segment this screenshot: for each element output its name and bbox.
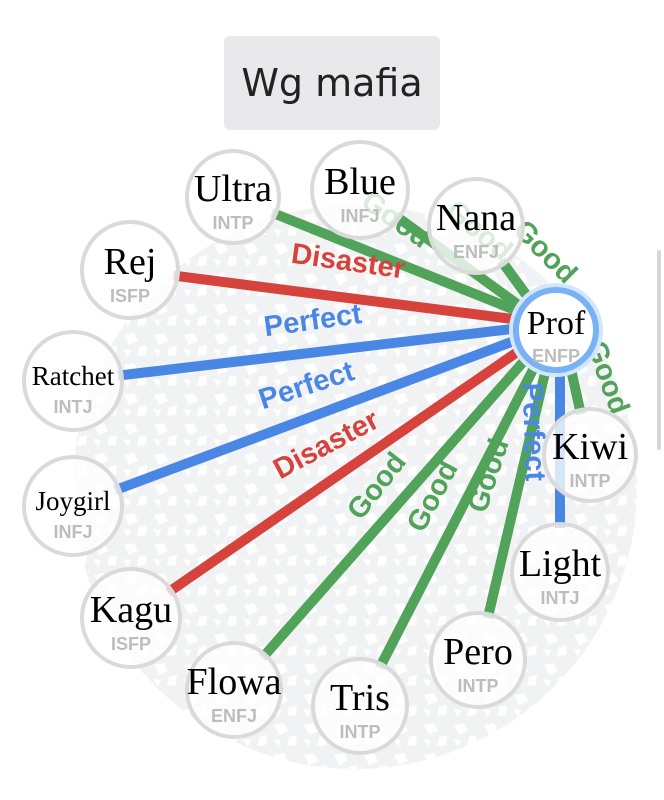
node-circle — [22, 330, 124, 432]
node-circle — [427, 177, 525, 275]
node-type-label: INTP — [212, 213, 253, 233]
node-name-label: Ultra — [194, 168, 272, 210]
node-circle — [513, 287, 599, 373]
node-circle — [510, 522, 610, 622]
graph-title-button[interactable]: Wg mafia — [224, 36, 440, 130]
hub-glow — [509, 283, 603, 377]
node-type-label: INFJ — [340, 206, 379, 226]
node-name-label: Rej — [104, 241, 157, 283]
node-name-label: Kiwi — [552, 426, 628, 468]
edge-prof-rej-3 — [173, 270, 521, 325]
node-circle — [542, 407, 638, 503]
edge-prof-nana-12 — [497, 257, 535, 303]
edge-prof-kagu-6 — [165, 341, 529, 597]
node-circle — [80, 220, 180, 320]
node-type-label: INTP — [457, 676, 498, 696]
node-type-label: INTP — [569, 471, 610, 491]
node-type-label: ISFP — [111, 634, 151, 654]
node-type-label: ENFP — [532, 346, 580, 366]
node-name-label: Flowa — [187, 661, 282, 703]
scrollbar[interactable] — [657, 250, 661, 450]
node-name-label: Light — [519, 543, 602, 585]
node-type-label: INTJ — [540, 588, 579, 608]
node-type-label: ENFJ — [211, 706, 257, 726]
node-name-label: Kagu — [90, 589, 172, 631]
node-type-label: ISFP — [110, 286, 150, 306]
node-name-label: Nana — [436, 197, 516, 239]
node-type-label: INTJ — [53, 397, 92, 417]
edge-prof-ratchet-4 — [117, 323, 521, 381]
node-circle — [22, 455, 124, 557]
node-circle — [311, 657, 409, 755]
node-name-label: Tris — [330, 677, 390, 719]
node-name-label: Joygirl — [35, 486, 110, 516]
node-circle — [429, 611, 527, 709]
node-circle — [185, 641, 283, 739]
edge-prof-flowa-7 — [258, 348, 536, 662]
node-name-label: Prof — [527, 305, 586, 342]
edge-prof-pero-9 — [482, 358, 553, 620]
node-name-label: Ratchet — [32, 361, 115, 391]
node-name-label: Blue — [324, 161, 396, 203]
node-circle — [80, 567, 182, 669]
node-type-label: INFJ — [53, 522, 92, 542]
edge-prof-ultra-2 — [270, 207, 522, 317]
node-type-label: ENFJ — [453, 242, 499, 262]
node-name-label: Pero — [443, 631, 513, 673]
node-circle — [185, 149, 281, 245]
node-type-label: INTP — [339, 722, 380, 742]
edge-prof-tris-8 — [375, 353, 545, 671]
edges-layer — [113, 207, 586, 671]
node-circle — [310, 140, 410, 240]
edge-prof-joygirl-5 — [113, 333, 524, 495]
